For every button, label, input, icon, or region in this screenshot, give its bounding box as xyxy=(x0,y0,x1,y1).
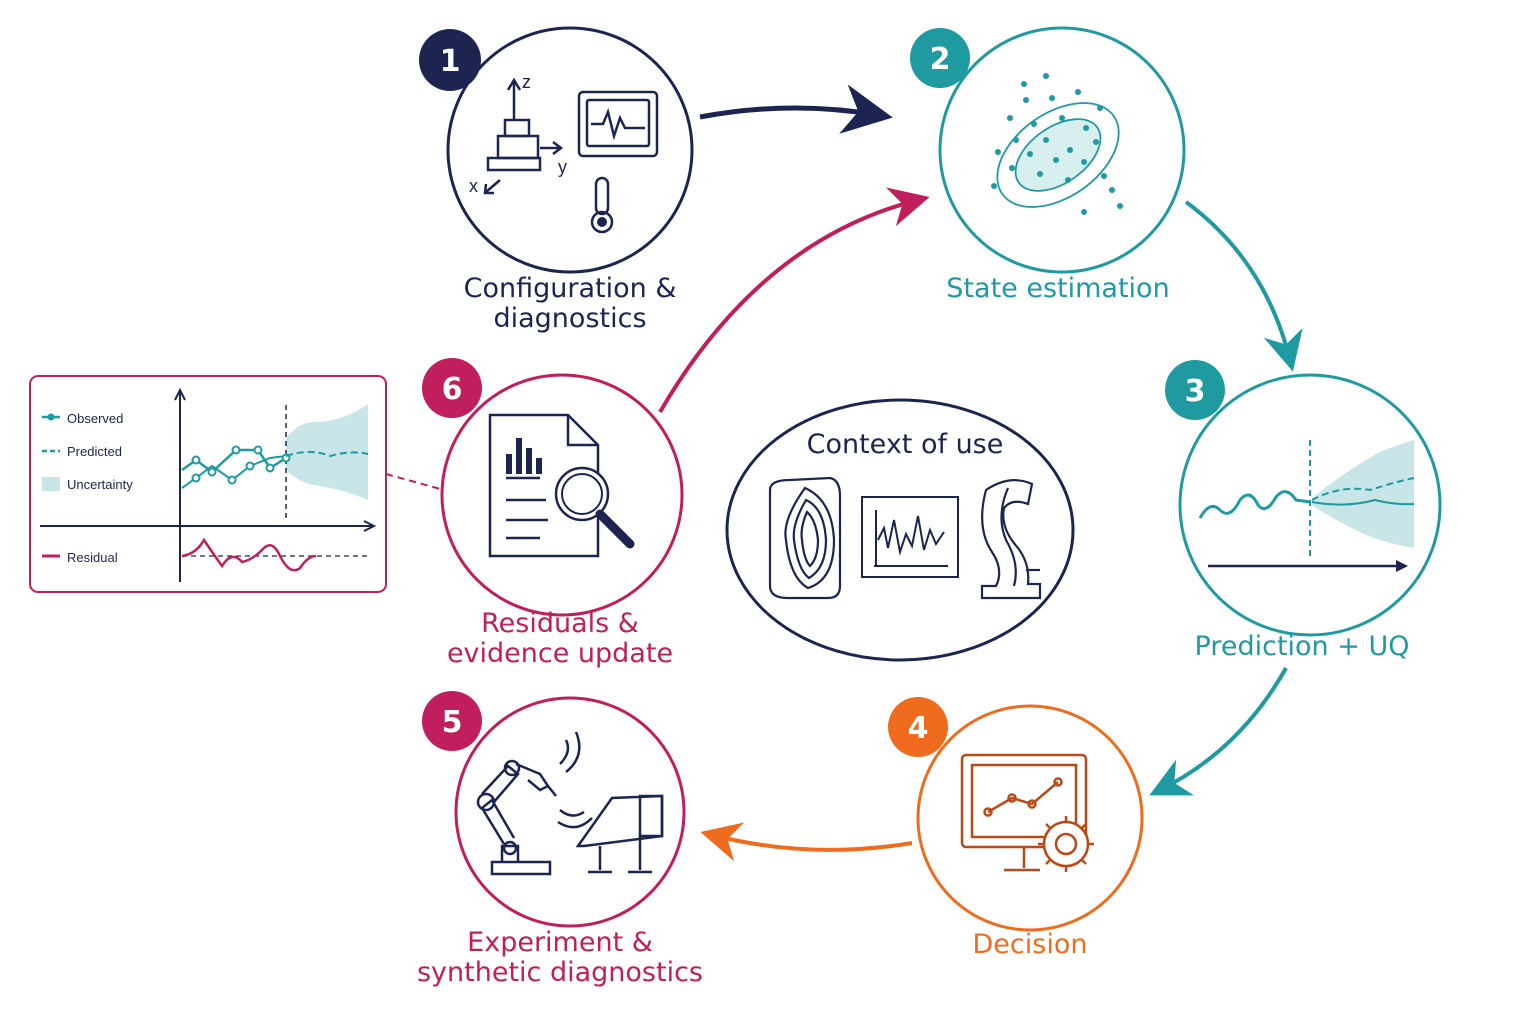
step-1-label-line-2: diagnostics xyxy=(493,303,647,334)
document-magnifier-icon xyxy=(488,413,635,558)
step-2-badge: 2 xyxy=(910,28,970,88)
svg-text:Predicted: Predicted xyxy=(67,444,122,459)
signal-plot-icon xyxy=(861,496,959,578)
step-6-label: Residuals & evidence update xyxy=(410,609,710,669)
legend-observed: Observed xyxy=(42,411,123,426)
step-3-node[interactable] xyxy=(1178,373,1442,637)
arrow-4-to-5 xyxy=(700,822,913,862)
forecast-uncertainty-icon xyxy=(1198,440,1415,572)
arrow-2-to-3 xyxy=(1184,200,1303,372)
component-part-icon xyxy=(980,479,1042,600)
step-2-label-line-1: State estimation xyxy=(946,273,1170,304)
robot-arm-icon xyxy=(476,731,664,876)
residual-chart-panel: Observed Predicted Uncertainty Residual xyxy=(29,375,387,593)
axis-y-label: y xyxy=(558,157,567,177)
monitor-gear-icon xyxy=(960,753,1094,872)
svg-text:2: 2 xyxy=(930,42,951,77)
scatter-ellipse-icon xyxy=(991,73,1123,215)
svg-text:6: 6 xyxy=(442,372,463,407)
step-2-label: State estimation xyxy=(908,274,1208,304)
tokamak-cross-section-icon xyxy=(768,476,842,600)
step-1-label: Configuration & diagnostics xyxy=(420,274,720,334)
step-1-label-line-1: Configuration & xyxy=(463,273,677,304)
arrow-3-to-4 xyxy=(1149,667,1288,796)
step-6-badge: 6 xyxy=(422,358,482,418)
axis-z-label: z xyxy=(522,72,531,92)
step-3-label-line-1: Prediction + UQ xyxy=(1194,631,1410,662)
legend-residual: Residual xyxy=(42,550,118,565)
step-5-label-line-1: Experiment & xyxy=(467,927,653,958)
step-4-node[interactable] xyxy=(916,704,1144,932)
step-5-badge: 5 xyxy=(422,691,482,751)
step-4-label: Decision xyxy=(880,930,1180,960)
context-of-use-panel: Context of use xyxy=(725,398,1075,662)
step-5-label-line-2: synthetic diagnostics xyxy=(416,957,703,988)
step-4-badge: 4 xyxy=(888,697,948,757)
legend-uncertainty: Uncertainty xyxy=(42,477,133,492)
svg-text:Uncertainty: Uncertainty xyxy=(67,477,133,492)
step-5-node[interactable] xyxy=(454,696,686,928)
instrument-config-icon xyxy=(483,77,659,234)
svg-text:5: 5 xyxy=(442,705,463,740)
svg-text:3: 3 xyxy=(1185,374,1206,409)
step-1-badge: 1 xyxy=(419,29,481,91)
legend-predicted: Predicted xyxy=(42,444,122,459)
arrow-1-to-2 xyxy=(699,84,893,134)
panel-connector xyxy=(385,473,445,491)
step-6-node[interactable] xyxy=(440,373,684,617)
step-6-label-line-1: Residuals & xyxy=(481,608,639,639)
svg-text:1: 1 xyxy=(440,44,461,79)
axis-x-label: x xyxy=(469,176,478,196)
step-3-badge: 3 xyxy=(1165,360,1225,420)
svg-text:4: 4 xyxy=(908,711,929,746)
context-title: Context of use xyxy=(807,429,1004,460)
arrow-6-to-2 xyxy=(658,187,930,414)
bar-chart-glyph xyxy=(506,438,542,474)
step-1-node[interactable]: z y x xyxy=(446,26,694,274)
svg-text:Residual: Residual xyxy=(67,550,118,565)
step-6-label-line-2: evidence update xyxy=(446,638,674,669)
step-5-label: Experiment & synthetic diagnostics xyxy=(395,928,725,988)
step-4-label-line-1: Decision xyxy=(972,929,1088,960)
step-2-node[interactable] xyxy=(938,26,1186,274)
svg-text:Observed: Observed xyxy=(67,411,123,426)
step-3-label: Prediction + UQ xyxy=(1152,632,1452,662)
